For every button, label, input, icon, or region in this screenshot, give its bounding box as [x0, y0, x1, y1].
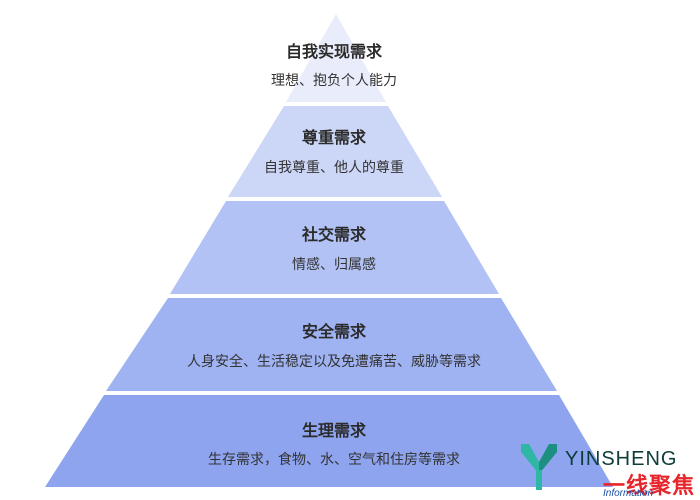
watermark-sub2: Information — [603, 488, 654, 499]
level-1-title: 自我实现需求 — [286, 42, 383, 61]
yinsheng-logo-icon — [521, 444, 557, 490]
watermark-sub: 一线聚焦 — [603, 473, 696, 498]
level-2-title: 尊重需求 — [302, 128, 367, 147]
level-4-title: 安全需求 — [302, 322, 367, 341]
watermark: YINSHENG 一线聚焦 Information — [515, 440, 700, 500]
level-2-shape — [228, 106, 442, 197]
level-1-shape — [286, 14, 386, 102]
level-5-title: 生理需求 — [302, 421, 367, 440]
level-3-desc: 情感、归属感 — [292, 256, 376, 273]
level-2-desc: 自我尊重、他人的尊重 — [264, 159, 404, 176]
level-3-shape — [170, 201, 499, 294]
level-1-desc: 理想、抱负个人能力 — [271, 73, 397, 89]
level-5-desc: 生存需求，食物、水、空气和住房等需求 — [208, 451, 460, 468]
level-4-shape — [106, 298, 557, 391]
level-4-desc: 人身安全、生活稳定以及免遭痛苦、威胁等需求 — [187, 353, 481, 370]
level-5-shape — [45, 395, 613, 487]
watermark-brand: YINSHENG — [565, 448, 678, 470]
level-3-title: 社交需求 — [301, 225, 367, 244]
